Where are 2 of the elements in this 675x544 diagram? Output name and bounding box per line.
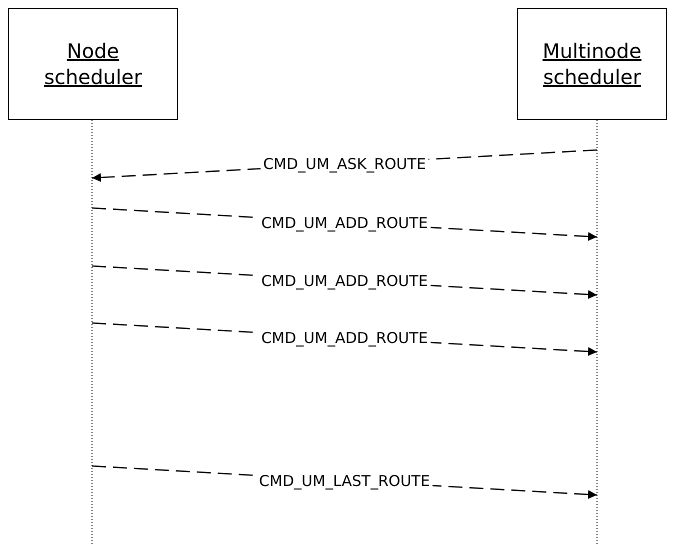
- participant-name: Node scheduler: [43, 38, 143, 90]
- participant-name: Multinode scheduler: [542, 38, 642, 90]
